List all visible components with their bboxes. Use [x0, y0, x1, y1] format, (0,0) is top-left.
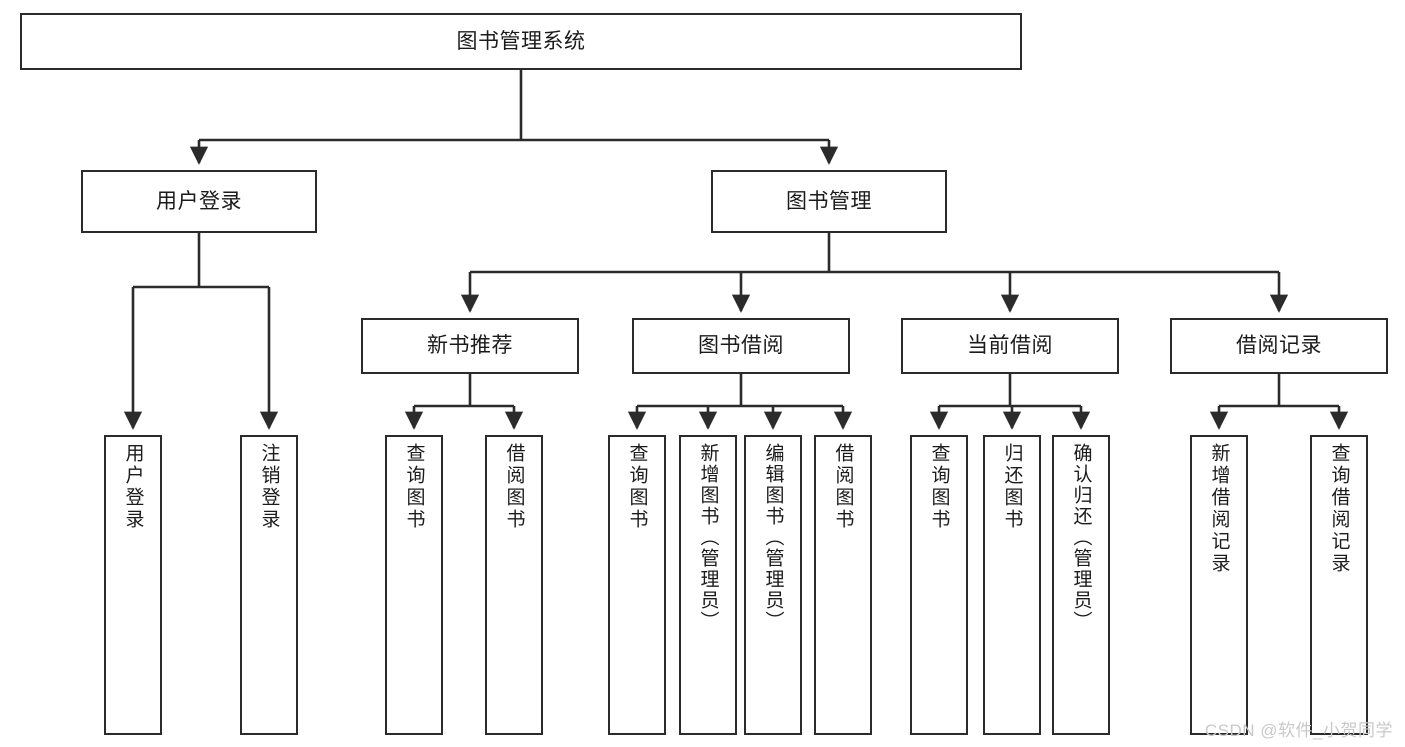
node-new-book-recommend[interactable]: 新书推荐	[361, 318, 579, 374]
node-leaf-query-books-recommend-label: 查询图书	[403, 443, 425, 531]
node-leaf-logout[interactable]: 注销登录	[240, 435, 298, 735]
node-leaf-borrow-books[interactable]: 借阅图书	[814, 435, 872, 735]
watermark-text: CSDN @软件_小贺同学	[1204, 721, 1393, 740]
node-borrow-records[interactable]: 借阅记录	[1170, 318, 1388, 374]
node-leaf-borrow-books-label: 借阅图书	[832, 443, 854, 531]
node-leaf-query-books-recommend[interactable]: 查询图书	[385, 435, 443, 735]
node-leaf-query-books-current[interactable]: 查询图书	[910, 435, 968, 735]
node-leaf-query-borrow-record-label: 查询借阅记录	[1328, 443, 1350, 575]
node-user-login-label: 用户登录	[156, 189, 242, 213]
node-leaf-query-borrow-record[interactable]: 查询借阅记录	[1310, 435, 1368, 735]
node-book-borrow[interactable]: 图书借阅	[632, 318, 850, 374]
node-leaf-user-login[interactable]: 用户登录	[104, 435, 162, 735]
node-leaf-add-book-admin-label: 新增图书（管理员）	[697, 443, 719, 632]
node-leaf-edit-book-admin[interactable]: 编辑图书（管理员）	[744, 435, 802, 735]
node-root-label: 图书管理系统	[456, 29, 586, 53]
node-leaf-query-books-borrow-label: 查询图书	[626, 443, 648, 531]
node-leaf-add-book-admin[interactable]: 新增图书（管理员）	[679, 435, 737, 735]
node-leaf-borrow-books-recommend[interactable]: 借阅图书	[485, 435, 543, 735]
node-book-management-label: 图书管理	[786, 189, 872, 213]
node-user-login[interactable]: 用户登录	[81, 170, 317, 233]
node-leaf-return-books[interactable]: 归还图书	[983, 435, 1041, 735]
node-leaf-add-borrow-record-label: 新增借阅记录	[1208, 443, 1230, 575]
node-current-borrow-label: 当前借阅	[967, 334, 1053, 358]
node-leaf-edit-book-admin-label: 编辑图书（管理员）	[762, 443, 784, 632]
node-leaf-logout-label: 注销登录	[258, 443, 280, 531]
node-current-borrow[interactable]: 当前借阅	[901, 318, 1119, 374]
node-leaf-confirm-return-admin-label: 确认归还（管理员）	[1070, 443, 1092, 632]
node-book-management[interactable]: 图书管理	[711, 170, 947, 233]
node-leaf-confirm-return-admin[interactable]: 确认归还（管理员）	[1052, 435, 1110, 735]
node-book-borrow-label: 图书借阅	[698, 334, 784, 358]
node-leaf-user-login-label: 用户登录	[122, 443, 144, 531]
node-new-book-recommend-label: 新书推荐	[427, 334, 513, 358]
node-root[interactable]: 图书管理系统	[20, 13, 1022, 70]
node-leaf-add-borrow-record[interactable]: 新增借阅记录	[1190, 435, 1248, 735]
node-leaf-query-books-current-label: 查询图书	[928, 443, 950, 531]
node-leaf-return-books-label: 归还图书	[1001, 443, 1023, 531]
node-borrow-records-label: 借阅记录	[1236, 334, 1322, 358]
node-leaf-query-books-borrow[interactable]: 查询图书	[608, 435, 666, 735]
node-leaf-borrow-books-recommend-label: 借阅图书	[503, 443, 525, 531]
